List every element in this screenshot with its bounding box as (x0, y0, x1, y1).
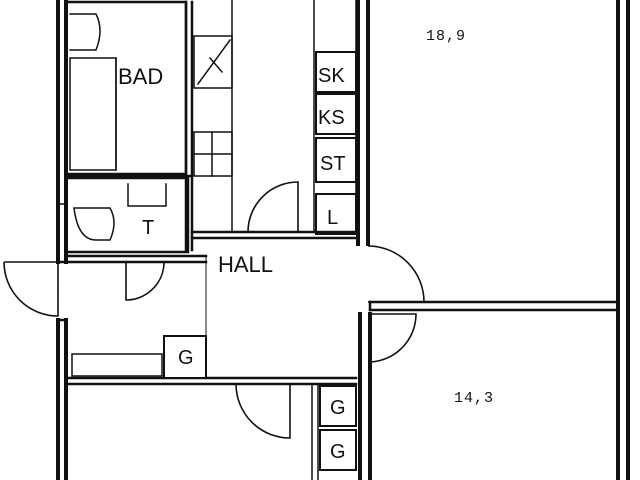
washbasin (69, 13, 101, 51)
hall-label: HALL (218, 252, 273, 277)
toilet-door (125, 261, 165, 301)
toilet-bowl (73, 207, 115, 241)
doors (3, 181, 425, 439)
closet-sk-label: SK (318, 65, 345, 87)
bathroom (64, 0, 194, 252)
bath-label: BAD (118, 64, 163, 89)
lower-room-door (235, 383, 291, 439)
room-lower-door (367, 313, 417, 363)
entrance-door (3, 261, 59, 317)
toilet-label: T (142, 217, 154, 239)
room-upper-door (367, 245, 425, 303)
toilet-sink (127, 183, 167, 207)
closet-g2-label: G (330, 397, 346, 419)
closet-st-label: ST (320, 153, 346, 175)
kitchen-units (313, 0, 357, 235)
closets-g (163, 335, 357, 471)
central-partition (356, 0, 620, 480)
bathtub (69, 57, 117, 171)
room-lower-area: 14,3 (454, 390, 494, 407)
closet-ks-label: KS (318, 107, 345, 129)
toilet-room (59, 176, 190, 254)
closet-g1-label: G (178, 347, 194, 369)
duct-shaft (193, 0, 233, 233)
hall-bench (71, 353, 163, 377)
room-upper-area: 18,9 (426, 28, 466, 45)
closet-l-label: L (327, 207, 338, 229)
kitchen-door (247, 181, 299, 233)
hall-walls (64, 230, 358, 480)
closet-g3-label: G (330, 441, 346, 463)
